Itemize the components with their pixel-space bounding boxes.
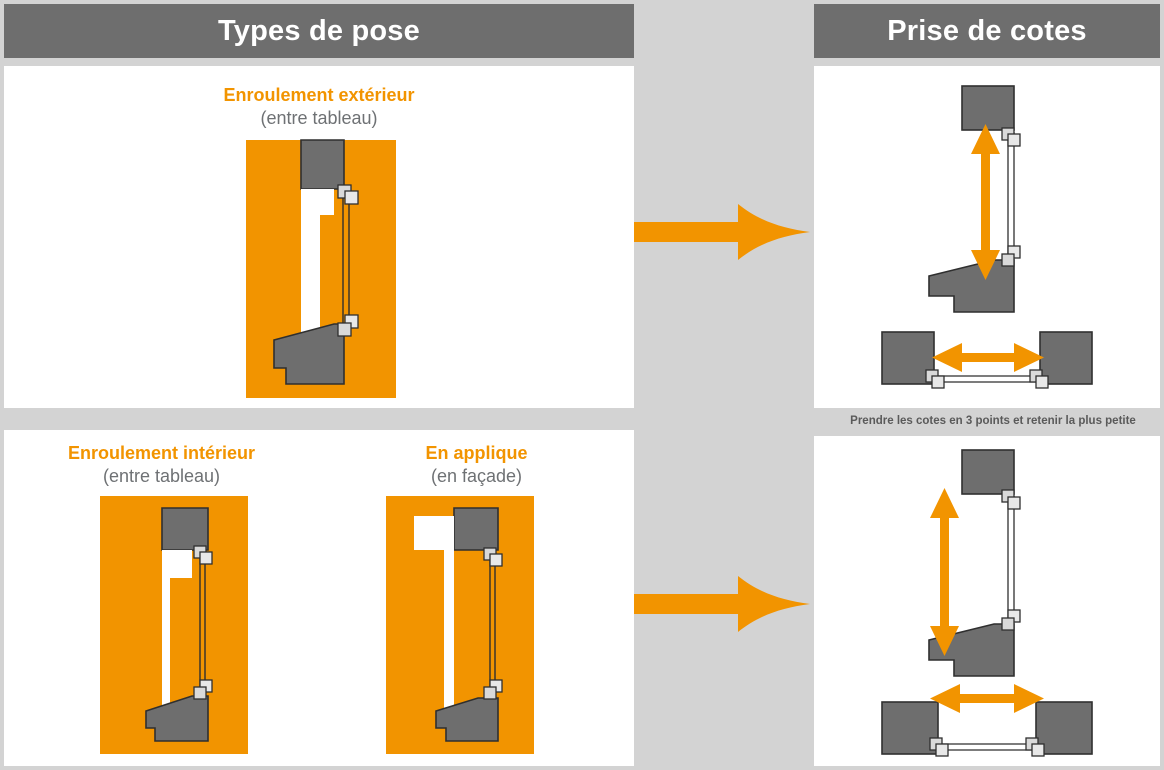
caption-prendre-les-cotes: Prendre les cotes en 3 points et retenir… xyxy=(826,410,1160,432)
figure-title-exterieur: Enroulement extérieur (entre tableau) xyxy=(4,84,634,130)
bracket-icon xyxy=(925,369,945,389)
panel-mesures-interieur xyxy=(814,436,1160,766)
connector-arrow-top xyxy=(634,204,810,260)
double-arrow-vertical-icon xyxy=(971,124,1000,280)
double-arrow-vertical-icon xyxy=(930,488,959,656)
diagram-prise-de-cotes-haut xyxy=(881,85,1093,389)
header-types-de-pose: Types de pose xyxy=(4,4,634,58)
bracket-icon xyxy=(929,737,949,757)
figure-title-sub: (entre tableau) xyxy=(260,108,378,129)
bracket-icon xyxy=(483,547,503,567)
diagram-prise-de-cotes-bas xyxy=(881,449,1093,757)
panel-enroulement-exterieur: Enroulement extérieur (entre tableau) xyxy=(4,66,634,408)
connector-arrow-bottom xyxy=(634,576,810,632)
bracket-icon xyxy=(1001,245,1021,267)
figure-title-sub: (entre tableau) xyxy=(102,466,221,487)
bracket-icon xyxy=(193,679,213,700)
bracket-icon xyxy=(1001,127,1021,147)
figure-title-sub: (en façade) xyxy=(430,466,523,487)
panel-mesures-exterieur xyxy=(814,66,1160,408)
diagram-enroulement-interieur xyxy=(100,496,248,754)
bracket-icon xyxy=(1029,369,1049,389)
bracket-icon xyxy=(1025,737,1045,757)
figure-title-interieur: Enroulement intérieur (entre tableau) xyxy=(4,442,319,488)
bracket-icon xyxy=(337,184,359,205)
header-prise-de-cotes: Prise de cotes xyxy=(814,4,1160,58)
diagram-en-applique xyxy=(386,496,534,754)
bracket-icon xyxy=(1001,489,1021,510)
figure-title-main: Enroulement intérieur xyxy=(67,443,256,463)
bracket-icon xyxy=(337,314,359,337)
bracket-icon xyxy=(483,679,503,700)
figure-title-main: Enroulement extérieur xyxy=(223,85,415,105)
double-arrow-horizontal-icon xyxy=(932,343,1044,372)
double-arrow-horizontal-icon xyxy=(930,684,1044,713)
bracket-icon xyxy=(1001,609,1021,631)
diagram-enroulement-exterieur xyxy=(246,139,396,398)
figure-title-main: En applique xyxy=(425,443,528,463)
bracket-icon xyxy=(193,545,213,565)
panel-interieur-applique: Enroulement intérieur (entre tableau) En… xyxy=(4,430,634,766)
figure-title-applique: En applique (en façade) xyxy=(319,442,634,488)
